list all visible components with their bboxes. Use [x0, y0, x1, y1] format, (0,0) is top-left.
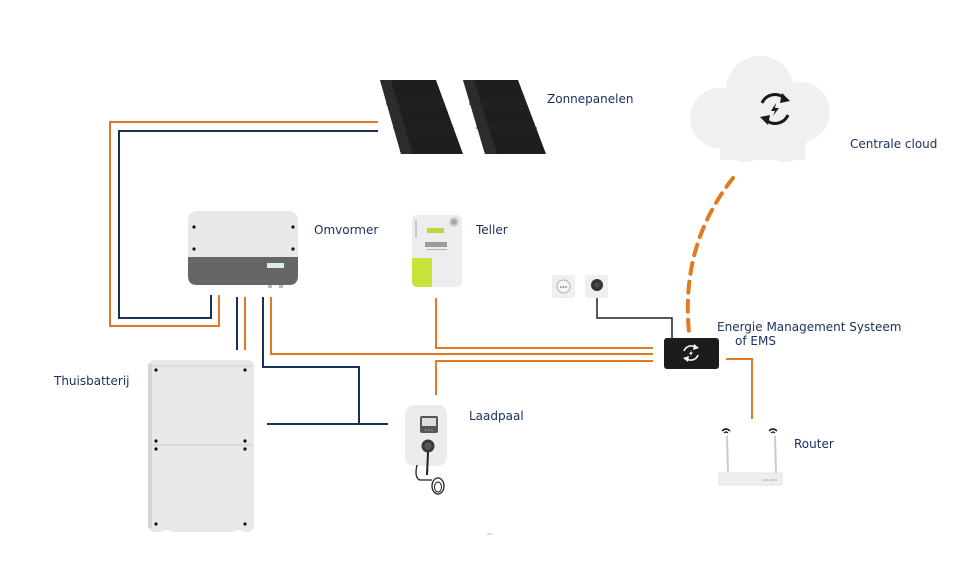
smart-plug-icon — [585, 275, 608, 298]
meter-ems-ac-line — [435, 298, 653, 349]
charger-ems-ac-line — [435, 360, 653, 395]
sync-energy-icon — [683, 344, 699, 362]
connection-ems-router — [726, 358, 753, 419]
connection-ac-bus-to-ems — [270, 297, 653, 395]
label-charger: Laadpaal — [469, 409, 524, 423]
inverter-ems-ac-line — [270, 297, 653, 355]
label-ems-line2: of EMS — [735, 334, 776, 348]
connection-solar-inverter — [109, 121, 378, 327]
wall-sockets — [552, 275, 608, 298]
wall-socket-icon — [552, 275, 575, 298]
home-battery — [148, 360, 254, 532]
wireless-ems-cloud-line — [685, 176, 735, 334]
plug-data-line — [596, 288, 673, 338]
ev-charger — [405, 405, 447, 495]
solar-dc-line — [118, 130, 378, 319]
connection-inverter-battery — [236, 297, 246, 350]
ev-charger-icon — [405, 405, 447, 495]
cloud-icon — [690, 56, 830, 162]
ems-device — [664, 338, 719, 369]
central-cloud — [690, 56, 830, 162]
label-inverter: Omvormer — [314, 223, 379, 237]
label-router: Router — [794, 437, 834, 451]
label-ems-line1: Energie Management Systeem — [717, 320, 902, 334]
inverter — [188, 211, 298, 288]
connection-plug-ems — [596, 288, 673, 338]
charger-dc-line — [262, 297, 360, 424]
solar-panel-icon — [463, 80, 546, 154]
connection-inverter-charger — [262, 297, 388, 425]
label-central-cloud: Centrale cloud — [850, 137, 938, 151]
energy-meter-icon — [412, 215, 462, 287]
inverter-icon — [188, 211, 298, 288]
wifi-router-icon — [718, 428, 783, 486]
label-solar-panels: Zonnepanelen — [547, 92, 634, 106]
solar-panel-icon — [380, 80, 463, 154]
label-meter: Teller — [476, 223, 508, 237]
router — [718, 428, 783, 486]
sync-energy-icon — [760, 93, 790, 125]
energy-meter — [412, 215, 462, 287]
home-battery-icon — [148, 360, 254, 532]
label-battery: Thuisbatterij — [54, 374, 130, 388]
solar-ac-line — [109, 121, 378, 327]
router-line — [726, 358, 753, 419]
solar-panels — [380, 80, 546, 154]
